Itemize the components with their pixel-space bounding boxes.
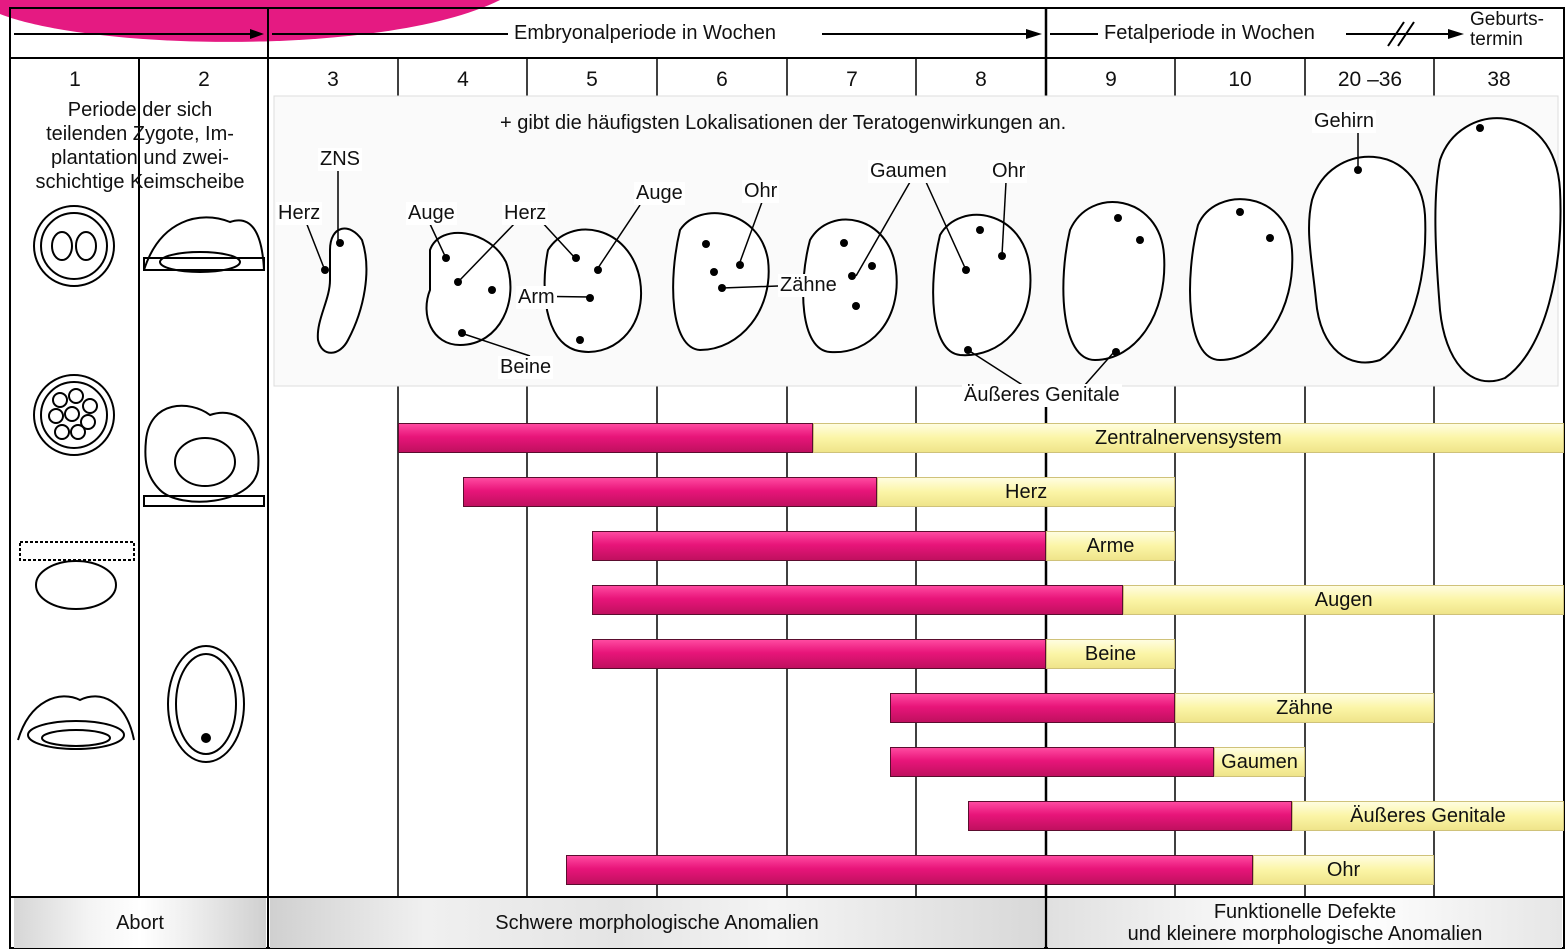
label-ohr-week6: Ohr: [742, 180, 779, 203]
label-gaumen: Gaumen: [868, 160, 949, 183]
embryonic-disc-sketch: [168, 646, 244, 762]
label-genitale: Äußeres Genitale: [962, 384, 1122, 407]
stage-text-line1: Periode der sich: [14, 98, 266, 122]
label-herz-week4: Herz: [502, 202, 548, 225]
implantation-sketch: [144, 217, 264, 272]
label-beine: Beine: [498, 356, 553, 379]
stage-text-line4: schichtige Keimscheibe: [14, 170, 266, 194]
week-1: 1: [11, 68, 139, 92]
fetal-period-label: Fetalperiode in Wochen: [1098, 22, 1321, 45]
bar-label: Ohr: [1253, 855, 1434, 885]
week-10: 10: [1176, 68, 1304, 92]
bar-label: Augen: [1123, 585, 1564, 615]
week-7: 7: [788, 68, 916, 92]
blastocyst-sketch: [20, 542, 134, 609]
bar-severe: [566, 855, 1253, 885]
week-2: 2: [140, 68, 268, 92]
bar-label: Zähne: [1175, 693, 1434, 723]
bar-severe: [592, 639, 1046, 669]
bar-label: Gaumen: [1214, 747, 1305, 777]
zygote-sketch: [34, 206, 114, 286]
week-5: 5: [528, 68, 656, 92]
embryonic-period-label: Embryonalperiode in Wochen: [508, 22, 782, 45]
label-zaehne: Zähne: [778, 274, 839, 297]
stage-text-line2: teilenden Zygote, Im-: [14, 122, 266, 146]
bar-severe: [968, 801, 1292, 831]
footer-abort: Abort: [14, 898, 266, 948]
birth-label-line1: Geburts-: [1470, 10, 1544, 30]
embedded-blastocyst-sketch: [144, 406, 264, 506]
bar-label: Beine: [1046, 639, 1175, 669]
footer-abort-label: Abort: [116, 912, 164, 934]
label-auge-week5: Auge: [634, 182, 685, 205]
bar-severe: [592, 585, 1123, 615]
week-3: 3: [269, 68, 397, 92]
bar-severe: [890, 747, 1214, 777]
bar-severe: [463, 477, 878, 507]
bar-label: Äußeres Genitale: [1292, 801, 1564, 831]
week-20-36: 20 –36: [1306, 68, 1434, 92]
bar-severe: [592, 531, 1046, 561]
bar-severe: [398, 423, 813, 453]
footer-functional-line1: Funktionelle Defekte: [1128, 901, 1483, 923]
bar-severe: [890, 693, 1175, 723]
label-arm: Arm: [516, 286, 557, 309]
arrow-icon: [1448, 29, 1464, 39]
footer-functional: Funktionelle Defekte und kleinere morpho…: [1048, 898, 1562, 948]
footer-severe: Schwere morphologische Anomalien: [270, 898, 1044, 948]
arrow-icon: [1026, 29, 1042, 39]
early-period-description: Periode der sich teilenden Zygote, Im- p…: [14, 98, 266, 194]
label-gehirn: Gehirn: [1312, 110, 1376, 133]
week-9: 9: [1047, 68, 1175, 92]
bar-label: Herz: [877, 477, 1175, 507]
morula-sketch: [34, 375, 114, 455]
footer-functional-line2: und kleinere morphologische Anomalien: [1128, 923, 1483, 945]
footer-severe-label: Schwere morphologische Anomalien: [495, 912, 819, 934]
label-zns: ZNS: [318, 148, 362, 171]
week-6: 6: [658, 68, 786, 92]
label-auge-week4: Auge: [406, 202, 457, 225]
label-ohr-week8: Ohr: [990, 160, 1027, 183]
teratogen-note: + gibt die häufigsten Lokalisationen der…: [500, 112, 1066, 135]
birth-date-label: Geburts- termin: [1470, 10, 1544, 50]
week-4: 4: [399, 68, 527, 92]
stage-text-line3: plantation und zwei-: [14, 146, 266, 170]
week-38: 38: [1435, 68, 1563, 92]
week-8: 8: [917, 68, 1045, 92]
bar-label: Zentralnervensystem: [813, 423, 1564, 453]
bilaminar-disc-sketch: [18, 696, 134, 749]
bar-label: Arme: [1046, 531, 1175, 561]
label-herz-week3: Herz: [276, 202, 322, 225]
birth-label-line2: termin: [1470, 30, 1544, 50]
